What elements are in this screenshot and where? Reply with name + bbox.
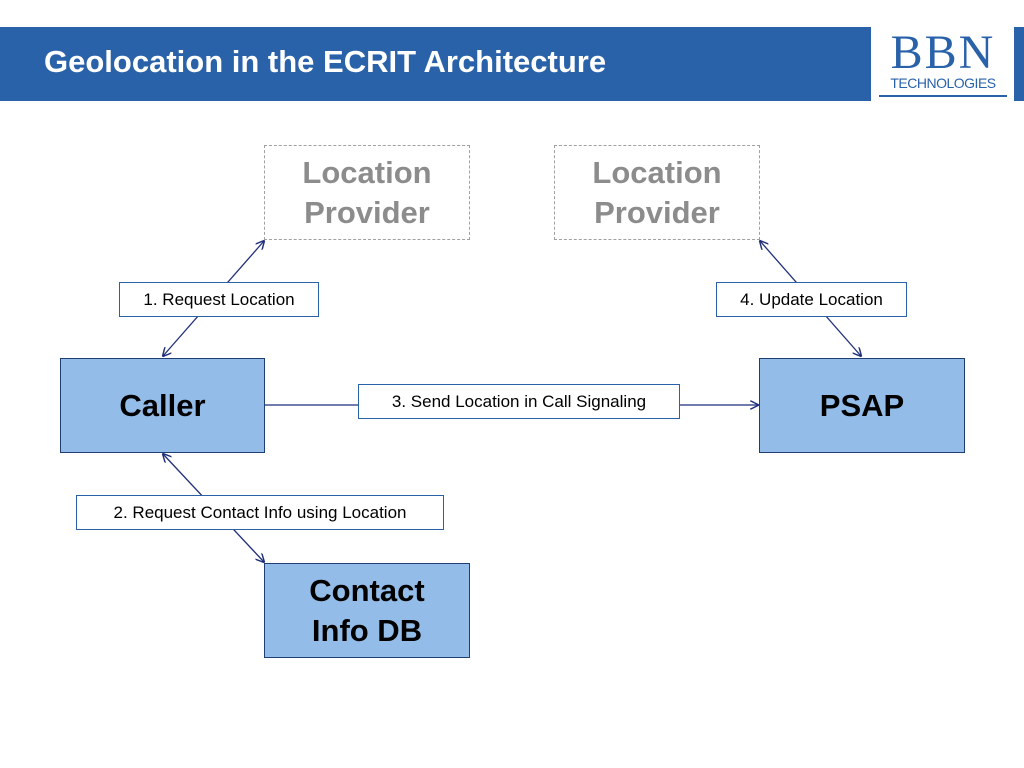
step1-label: 1. Request Location [119, 282, 319, 317]
psap-node: PSAP [759, 358, 965, 453]
logo-rule [879, 95, 1007, 97]
slide-header: Geolocation in the ECRIT Architecture [0, 27, 870, 101]
slide-title: Geolocation in the ECRIT Architecture [44, 44, 607, 79]
bbn-logo: BBN TECHNOLOGIES [870, 27, 1015, 101]
psap-label: PSAP [819, 387, 905, 423]
logo-sub-text: TECHNOLOGIES [890, 75, 996, 91]
location-provider-left: Location Provider [264, 145, 470, 240]
contact-info-db-label: Contact Info DB [309, 572, 425, 648]
contact-info-db-node: Contact Info DB [264, 563, 470, 658]
location-provider-right-label: Location Provider [592, 154, 722, 230]
location-provider-right: Location Provider [554, 145, 760, 240]
step4-label: 4. Update Location [716, 282, 907, 317]
location-provider-left-label: Location Provider [302, 154, 432, 230]
caller-node: Caller [60, 358, 265, 453]
step2-label: 2. Request Contact Info using Location [76, 495, 444, 530]
step3-label: 3. Send Location in Call Signaling [358, 384, 680, 419]
logo-main-text: BBN [890, 26, 996, 79]
header-edge-bar [1014, 27, 1024, 101]
caller-label: Caller [119, 387, 206, 423]
